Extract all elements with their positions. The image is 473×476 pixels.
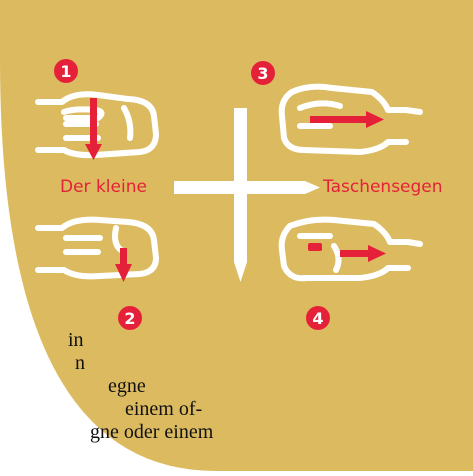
label-taschensegen: Taschensegen <box>323 177 443 197</box>
step-badge-2: 2 <box>118 306 142 330</box>
label-der-kleine: Der kleine <box>60 177 147 197</box>
step-badge-1: 1 <box>54 59 78 83</box>
step-badge-3: 3 <box>251 61 275 85</box>
step-number-2: 2 <box>124 309 135 328</box>
cross-icon <box>174 108 320 282</box>
arrow-right-icon-3 <box>310 111 384 128</box>
step-number-4: 4 <box>312 309 323 328</box>
step-badge-4: 4 <box>306 306 330 330</box>
arrow-down-icon-2 <box>115 248 132 282</box>
arrow-right-icon-4 <box>308 243 386 262</box>
step-number-3: 3 <box>257 64 268 83</box>
hand-icon-3 <box>278 83 423 155</box>
step-number-1: 1 <box>60 62 71 81</box>
arrow-down-icon-1 <box>85 98 102 160</box>
hand-icon-2 <box>35 216 159 280</box>
hand-icon-4 <box>278 216 423 282</box>
